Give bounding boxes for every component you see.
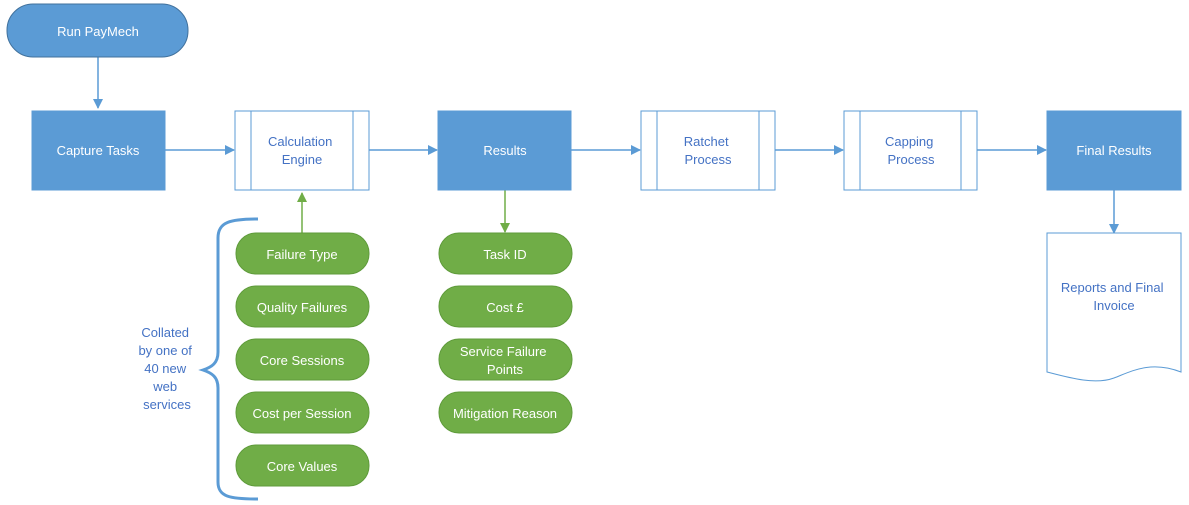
results-label: Results <box>483 143 527 158</box>
connectors <box>93 57 1119 234</box>
capture-label-line: Capture Tasks <box>57 143 140 158</box>
document-label-line-2: Invoice <box>1093 298 1134 313</box>
final-label-line: Final Results <box>1076 143 1152 158</box>
capture-label: Capture Tasks <box>57 143 140 158</box>
final-box <box>1046 110 1182 191</box>
brace-note-line-3: 40 new <box>144 361 187 376</box>
input-quality-failures: Quality Failures <box>235 285 370 328</box>
input-label: Quality Failures <box>257 300 348 315</box>
input-cost-per-session: Cost per Session <box>235 391 370 434</box>
brace-note-line-4: web <box>152 379 177 394</box>
left-brace-icon <box>198 217 259 501</box>
input-pill <box>235 391 370 434</box>
input-pill <box>235 444 370 487</box>
brace-note-line-5: services <box>143 397 191 412</box>
input-label-line: Core Sessions <box>260 353 345 368</box>
output-label-line: Cost £ <box>486 300 524 315</box>
ratchet-label: Ratchet Process <box>684 134 732 167</box>
document-label: Reports and Final Invoice <box>1061 280 1167 313</box>
predefined-ratchet-process: Ratchet Process <box>640 110 776 191</box>
output-label-line-2: Points <box>487 362 524 377</box>
ratchet-label-line-2: Process <box>685 152 732 167</box>
brace-annotation: Collated by one of 40 new web services <box>138 217 259 501</box>
output-label: Service Failure Points <box>460 344 550 377</box>
predefined-calculation-engine: Calculation Engine <box>234 110 370 191</box>
process-final-results: Final Results <box>1046 110 1182 191</box>
calc-label: Calculation Engine <box>268 134 336 167</box>
input-label-line: Failure Type <box>266 247 337 262</box>
input-core-sessions: Core Sessions <box>235 338 370 381</box>
output-label-line: Task ID <box>483 247 526 262</box>
calc-box <box>234 110 370 191</box>
document-label-line-1: Reports and Final <box>1061 280 1164 295</box>
process-results: Results <box>437 110 572 191</box>
capture-box <box>31 110 166 191</box>
brace-note-line-1: Collated <box>141 325 189 340</box>
document-shape <box>1046 232 1182 382</box>
predefined-capping-process: Capping Process <box>843 110 978 191</box>
capping-label: Capping Process <box>885 134 937 167</box>
process-capture-tasks: Capture Tasks <box>31 110 166 191</box>
output-pill <box>438 285 573 328</box>
output-label: Task ID <box>483 247 526 262</box>
input-label-line: Quality Failures <box>257 300 348 315</box>
output-cost: Cost £ <box>438 285 573 328</box>
final-label: Final Results <box>1076 143 1152 158</box>
document-reports-invoice: Reports and Final Invoice <box>1046 232 1182 382</box>
calc-label-line-2: Engine <box>282 152 322 167</box>
input-pill <box>235 232 370 275</box>
ratchet-label-line-1: Ratchet <box>684 134 729 149</box>
ratchet-box <box>640 110 776 191</box>
input-items: Failure Type Quality Failures Core Sessi… <box>235 232 370 487</box>
calc-label-line-1: Calculation <box>268 134 332 149</box>
output-label: Cost £ <box>486 300 524 315</box>
input-label: Core Values <box>267 459 338 474</box>
input-failure-type: Failure Type <box>235 232 370 275</box>
output-label-line: Mitigation Reason <box>453 406 557 421</box>
output-service-failure-points: Service Failure Points <box>438 338 573 381</box>
output-mitigation-reason: Mitigation Reason <box>438 391 573 434</box>
start-label: Run PayMech <box>57 24 139 39</box>
output-task-id: Task ID <box>438 232 573 275</box>
brace-note: Collated by one of 40 new web services <box>138 325 195 412</box>
results-label-line: Results <box>483 143 527 158</box>
input-core-values: Core Values <box>235 444 370 487</box>
output-pill <box>438 338 573 381</box>
capping-label-line-2: Process <box>888 152 935 167</box>
input-label: Failure Type <box>266 247 337 262</box>
output-label-line-1: Service Failure <box>460 344 547 359</box>
start-shape <box>6 3 189 58</box>
output-pill <box>438 391 573 434</box>
start-terminator: Run PayMech <box>6 3 189 58</box>
capping-box <box>843 110 978 191</box>
capping-label-line-1: Capping <box>885 134 933 149</box>
input-label-line: Core Values <box>267 459 338 474</box>
input-label: Cost per Session <box>253 406 352 421</box>
input-pill <box>235 338 370 381</box>
brace-note-line-2: by one of <box>138 343 192 358</box>
input-label-line: Cost per Session <box>253 406 352 421</box>
input-label: Core Sessions <box>260 353 345 368</box>
output-label: Mitigation Reason <box>453 406 557 421</box>
input-pill <box>235 285 370 328</box>
output-items: Task ID Cost £ Service Failure Points Mi… <box>438 232 573 434</box>
results-box <box>437 110 572 191</box>
output-pill <box>438 232 573 275</box>
